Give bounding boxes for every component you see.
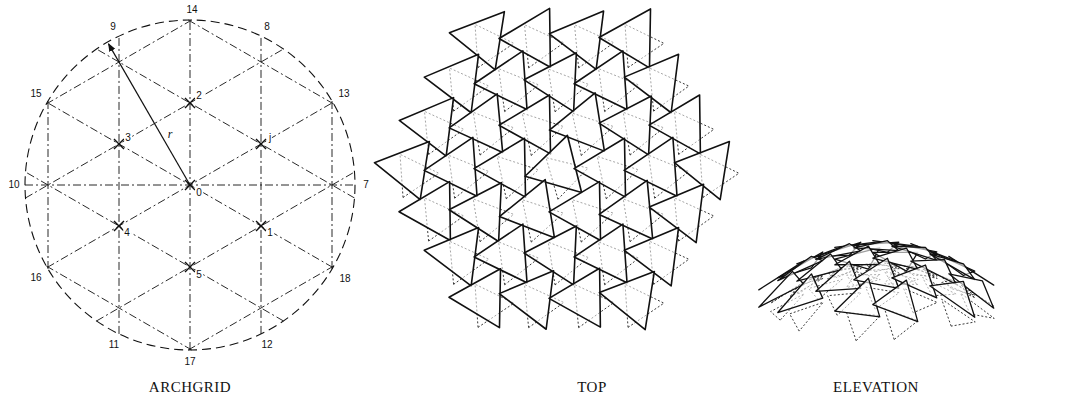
tetra-unit: [599, 271, 664, 329]
upper-triangle: [549, 268, 600, 327]
grid-line: [188, 20, 334, 104]
tetra-unit: [649, 95, 714, 154]
tetra-unit: [674, 142, 739, 200]
callout-number: 12: [260, 340, 273, 350]
tetra-unit: [599, 9, 664, 68]
top-view: [374, 8, 739, 329]
elevation-unit: [873, 280, 918, 339]
elevation-unit: [778, 274, 823, 331]
upper-triangle: [599, 271, 654, 329]
callout-number: 2: [195, 91, 203, 101]
callout-number: 11: [108, 340, 120, 350]
upper-triangle: [599, 9, 651, 68]
upper-triangle: [525, 135, 582, 192]
node-cross: [185, 262, 195, 272]
upper-triangle: [449, 269, 501, 328]
callout-number: 1: [266, 228, 274, 238]
callout-number: j: [268, 133, 272, 143]
callout-number: 10: [7, 180, 20, 190]
callout-number: 5: [195, 270, 203, 280]
callout-number: 8: [263, 22, 271, 32]
tetra-unit: [624, 54, 689, 112]
node-cross: [114, 139, 124, 149]
elevation-unit: [835, 278, 880, 341]
node-cross: [185, 98, 195, 108]
callout-number: 14: [185, 5, 198, 15]
elevation-unit: [930, 281, 975, 326]
node-cross: [256, 221, 266, 231]
grid-line: [46, 266, 192, 350]
node-cross: [256, 139, 266, 149]
upper-triangle: [624, 137, 677, 196]
boundary-circle: [25, 20, 355, 350]
upper-triangle: [499, 8, 550, 67]
callout-number: 15: [29, 89, 42, 99]
upper-triangle: [499, 180, 554, 238]
tetra-unit: [624, 228, 689, 286]
upper-triangle: [778, 274, 823, 313]
upper-triangle: [835, 246, 880, 265]
callout-number: 17: [183, 357, 196, 367]
tetra-unit: [549, 268, 614, 327]
callout-number: 0: [195, 188, 203, 198]
tetra-unit: [649, 184, 714, 242]
archgrid-plan: [25, 20, 355, 350]
tetra-unit: [499, 95, 563, 156]
upper-triangle: [399, 182, 450, 241]
view-caption: TOP: [577, 380, 607, 395]
elevation-view: [759, 241, 994, 341]
upper-triangle: [549, 93, 604, 151]
upper-triangle: [424, 137, 477, 196]
upper-triangle: [854, 258, 899, 288]
tetra-unit: [474, 138, 538, 199]
upper-triangle: [873, 280, 918, 322]
upper-triangle: [930, 281, 975, 317]
view-caption: ELEVATION: [833, 380, 919, 395]
radius-line: [109, 44, 191, 185]
callout-number: 3: [124, 133, 132, 143]
callout-number: 4: [123, 228, 131, 238]
callout-number: 7: [362, 180, 370, 190]
radius-label: r: [167, 128, 174, 140]
callout-number: 13: [337, 89, 350, 99]
upper-triangle: [835, 278, 880, 317]
upper-triangle: [816, 261, 861, 291]
callout-number: 9: [109, 22, 117, 32]
upper-triangle: [449, 94, 503, 153]
upper-triangle: [499, 271, 553, 329]
grid-line: [26, 172, 284, 321]
grid-line: [119, 36, 120, 334]
upper-triangle: [599, 180, 653, 239]
view-caption: ARCHGRID: [149, 380, 231, 395]
upper-triangle: [649, 95, 700, 154]
upper-triangle: [424, 228, 478, 286]
callout-number: 18: [338, 274, 351, 284]
upper-triangle: [574, 224, 627, 283]
callout-number: 16: [29, 273, 42, 283]
grid-line: [97, 172, 355, 321]
upper-triangle: [574, 51, 627, 110]
upper-triangle: [474, 51, 527, 110]
grid-line: [97, 49, 355, 198]
upper-triangle: [374, 142, 429, 200]
